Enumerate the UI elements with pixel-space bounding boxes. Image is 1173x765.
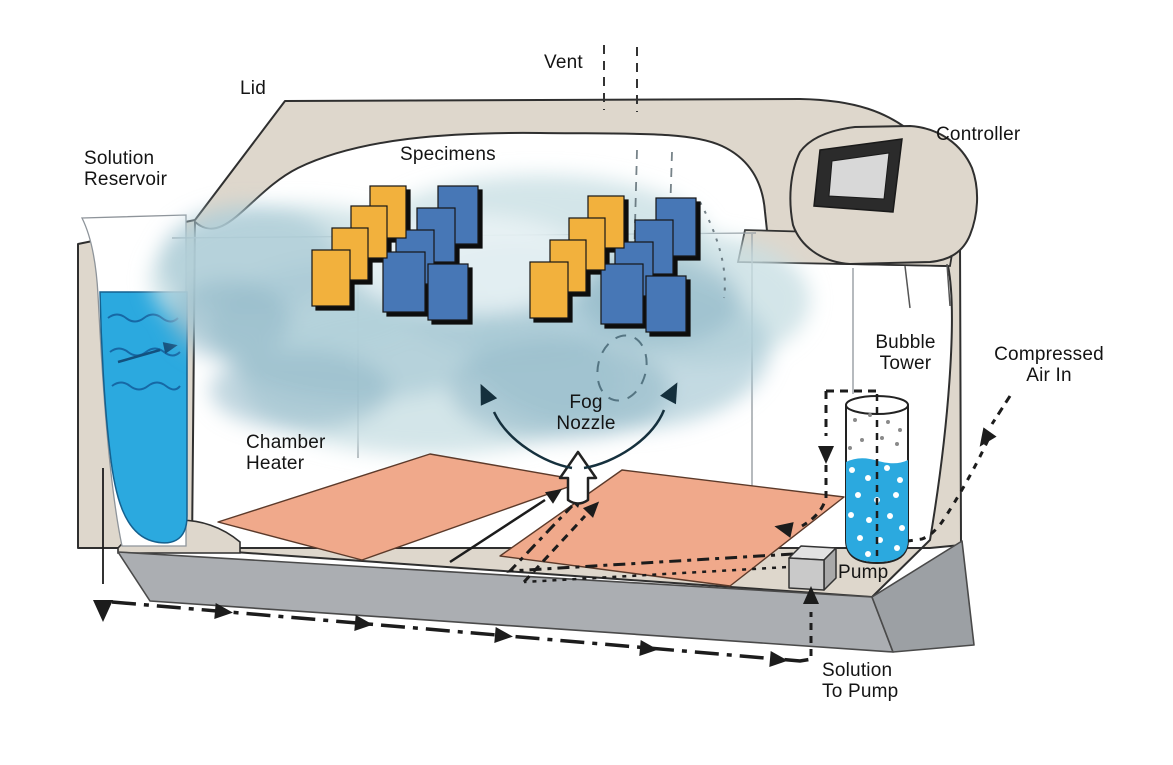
- water-flow-arrow: [117, 348, 161, 364]
- spray-arrowheads: [480, 382, 678, 406]
- air-lines: [801, 389, 1012, 556]
- reservoir-water: [99, 291, 188, 544]
- chamber-heater-label: Chamber Heater: [246, 432, 326, 474]
- bubble-dots-gray: [848, 413, 902, 450]
- fog-nozzle-icon: [558, 450, 598, 505]
- controller-label: Controller: [936, 124, 1021, 145]
- pump-label: Pump: [838, 562, 889, 583]
- solution-to-pump-label: Solution To Pump: [822, 660, 899, 702]
- bubble-dots-white: [848, 465, 905, 557]
- water-flow-arrowhead: [162, 342, 178, 354]
- specimens-label: Specimens: [400, 144, 496, 165]
- air-line-arrowheads: [774, 427, 997, 538]
- fog-nozzle-label: Fog Nozzle: [556, 392, 616, 434]
- fog-swirl: [596, 334, 648, 402]
- vent-lines: [603, 45, 638, 112]
- solution-line: [102, 468, 813, 663]
- floor-pipes: [449, 498, 807, 584]
- solution-reservoir-label: Solution Reservoir: [84, 148, 168, 190]
- spray-arrow-right: [583, 409, 666, 470]
- vent-inner-lines: [596, 149, 726, 402]
- specimen-rack-left: [311, 185, 479, 321]
- lid-label: Lid: [240, 78, 266, 99]
- pump-cube: [788, 545, 837, 591]
- spray-arrows: [492, 409, 666, 470]
- compressed-air-label: Compressed Air In: [994, 344, 1104, 386]
- console-legs: [904, 263, 951, 309]
- bubble-tower-label: Bubble Tower: [875, 332, 936, 374]
- water-waves: [107, 313, 181, 391]
- vent-label: Vent: [544, 52, 583, 73]
- specimen-rack-right: [529, 195, 697, 333]
- controller-screen: [813, 138, 903, 213]
- solution-line-arrowheads: [93, 586, 819, 667]
- fog-cloud: [150, 175, 810, 455]
- chamber-base: [117, 540, 975, 653]
- spray-arrow-left: [492, 411, 573, 470]
